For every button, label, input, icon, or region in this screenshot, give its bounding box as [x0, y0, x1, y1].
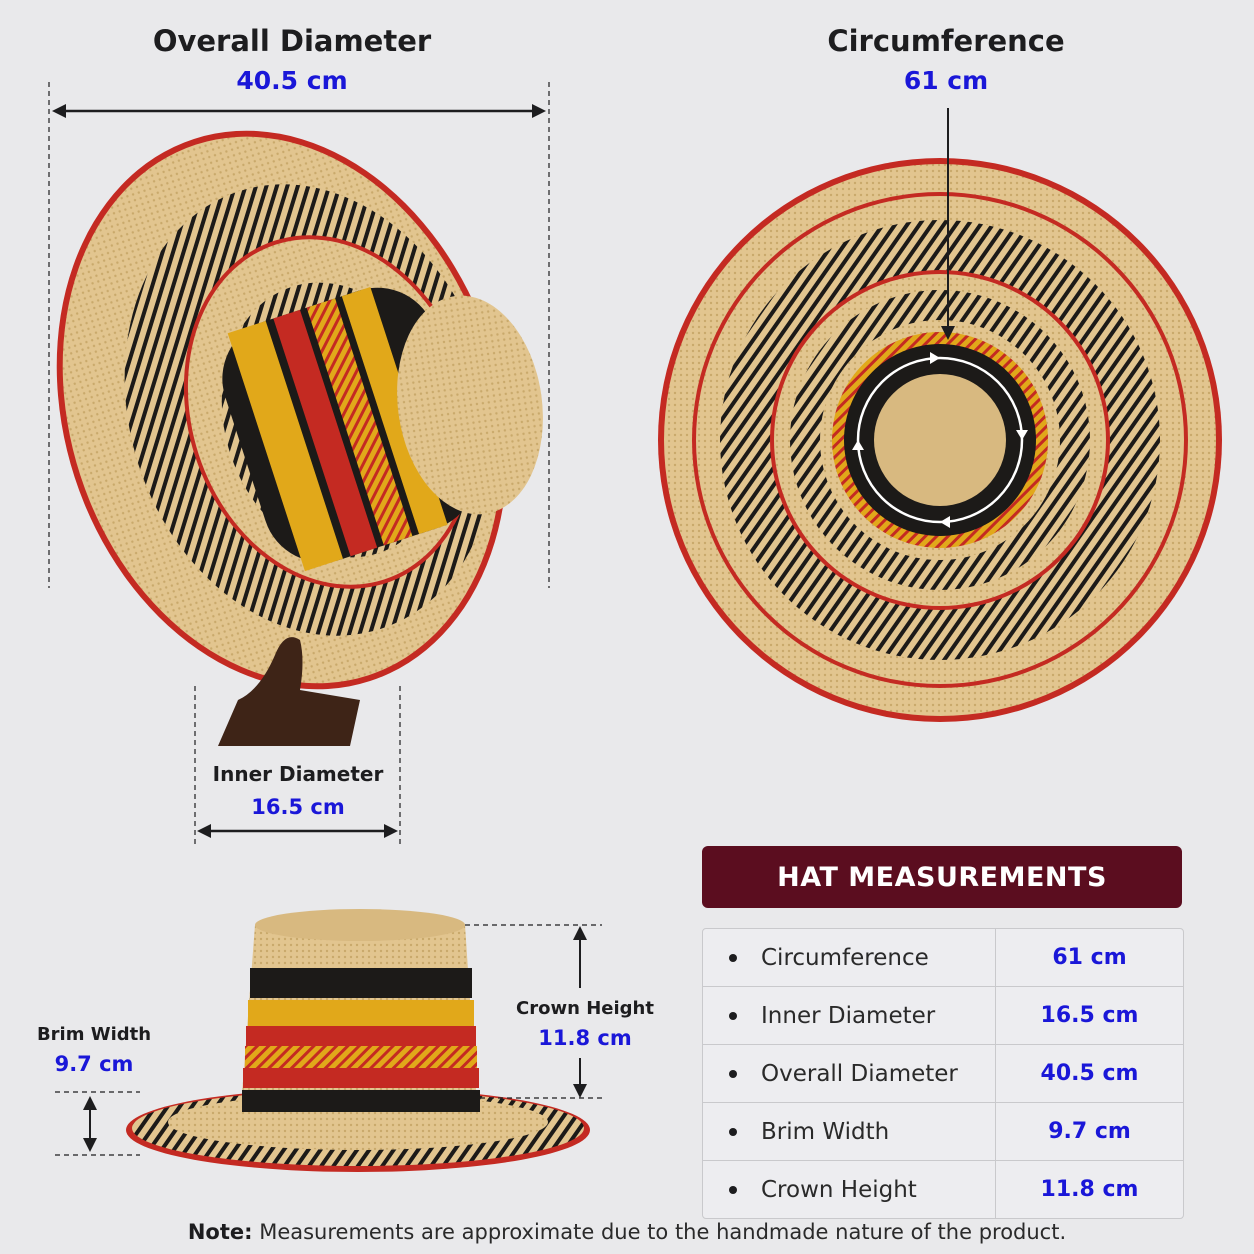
table-row: Inner Diameter 16.5 cm	[703, 987, 1183, 1045]
overall-diameter-title: Overall Diameter	[152, 24, 432, 58]
crown-height-title: Crown Height	[516, 998, 654, 1019]
hat-front-view	[56, 130, 543, 746]
row-value: 9.7 cm	[1048, 1119, 1131, 1144]
hat-top-view	[658, 158, 1222, 722]
row-label: Crown Height	[761, 1176, 917, 1203]
row-value: 16.5 cm	[1040, 1003, 1139, 1028]
note-prefix: Note:	[187, 1220, 253, 1244]
brim-width-value: 9.7 cm	[54, 1052, 134, 1076]
crown-height-value: 11.8 cm	[538, 1026, 632, 1050]
bullet-icon	[729, 1185, 737, 1194]
inner-diameter-value: 16.5 cm	[251, 795, 345, 819]
bullet-icon	[729, 1127, 737, 1136]
table-row: Brim Width 9.7 cm	[703, 1103, 1183, 1161]
bullet-icon	[729, 1069, 737, 1078]
row-value: 61 cm	[1052, 945, 1127, 970]
hat-side-view	[126, 909, 590, 1172]
row-value: 11.8 cm	[1040, 1177, 1139, 1202]
row-label: Circumference	[761, 944, 929, 971]
bullet-icon	[729, 953, 737, 962]
disclaimer-note: Note: Measurements are approximate due t…	[0, 1220, 1254, 1244]
row-label: Brim Width	[761, 1118, 890, 1145]
measurements-table-header: HAT MEASUREMENTS	[702, 846, 1182, 908]
note-text: Measurements are approximate due to the …	[252, 1220, 1067, 1244]
table-row: Crown Height 11.8 cm	[703, 1161, 1183, 1218]
circumference-value: 61 cm	[903, 66, 989, 95]
row-value: 40.5 cm	[1040, 1061, 1139, 1086]
overall-diameter-value: 40.5 cm	[236, 66, 348, 95]
dimension-lines	[48, 82, 955, 1156]
table-row: Overall Diameter 40.5 cm	[703, 1045, 1183, 1103]
table-row: Circumference 61 cm	[703, 929, 1183, 987]
row-label: Overall Diameter	[761, 1060, 958, 1087]
brim-width-title: Brim Width	[36, 1024, 152, 1045]
inner-diameter-title: Inner Diameter	[212, 762, 384, 786]
circumference-title: Circumference	[827, 24, 1065, 58]
bullet-icon	[729, 1011, 737, 1020]
measurements-table: Circumference 61 cm Inner Diameter 16.5 …	[702, 928, 1184, 1219]
row-label: Inner Diameter	[761, 1002, 936, 1029]
